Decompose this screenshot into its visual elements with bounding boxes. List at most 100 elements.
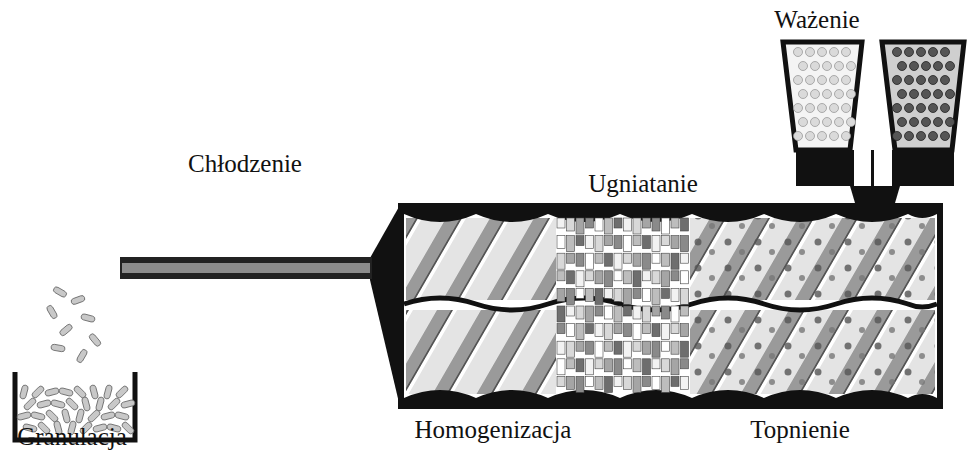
kneading-paddle: [567, 218, 575, 231]
granule: [107, 397, 121, 411]
hopper-granule: [794, 48, 803, 57]
granule: [23, 397, 37, 411]
kneading-paddle: [681, 341, 689, 357]
hopper-granule: [934, 90, 943, 99]
kneading-paddle: [624, 253, 632, 263]
kneading-paddle: [681, 218, 689, 231]
die-cone: [370, 205, 400, 407]
kneading-paddle: [557, 376, 565, 386]
granule: [120, 399, 135, 408]
kneading-paddle: [614, 218, 622, 228]
granule: [61, 408, 70, 423]
kneading-paddle: [595, 376, 603, 389]
kneading-paddle: [614, 359, 622, 375]
kneading-paddle: [624, 306, 632, 316]
kneading-paddle: [614, 324, 622, 334]
kneading-paddle: [624, 236, 632, 252]
kneading-paddle: [624, 324, 632, 337]
hopper-granule: [823, 62, 832, 71]
kneading-paddle: [671, 236, 679, 249]
granule: [89, 384, 98, 399]
hopper-granule: [799, 90, 808, 99]
granule: [103, 384, 112, 399]
granule: [114, 411, 129, 420]
hopper-granule: [946, 62, 955, 71]
kneading-paddle: [643, 253, 651, 269]
kneading-paddle: [605, 306, 613, 319]
kneading-paddle: [671, 376, 679, 386]
kneading-paddle: [605, 324, 613, 340]
pellets-lower: [690, 310, 935, 394]
kneading-paddle: [662, 271, 670, 287]
kneading-paddle: [681, 288, 689, 304]
kneading-paddle: [614, 236, 622, 249]
granule: [16, 411, 31, 420]
kneading-paddle: [605, 236, 613, 246]
granule: [115, 385, 129, 399]
barrel-housing: [398, 203, 943, 409]
kneading-paddle: [576, 359, 584, 372]
granule: [36, 399, 51, 408]
hopper-granule: [905, 48, 914, 57]
hopper-granule: [898, 118, 907, 127]
kneading-paddle: [605, 341, 613, 351]
hopper-granule: [917, 104, 926, 113]
kneading-paddle: [633, 306, 641, 319]
kneading-paddle: [681, 253, 689, 263]
kneading-paddle: [624, 218, 632, 231]
kneading-paddle: [652, 306, 660, 316]
kneading-block: [557, 218, 689, 392]
granule: [76, 348, 88, 363]
hopper-granule: [905, 104, 914, 113]
hopper-granule: [941, 76, 950, 85]
hopper-granule: [818, 76, 827, 85]
barrel-wall-top: [404, 214, 937, 222]
kneading-paddle: [605, 376, 613, 392]
hopper-granule: [830, 48, 839, 57]
hopper-granule: [946, 90, 955, 99]
kneading-paddle: [586, 288, 594, 301]
hopper-granule: [917, 76, 926, 85]
kneading-paddle: [567, 271, 575, 284]
kneading-paddle: [652, 218, 660, 231]
kneading-paddle: [567, 306, 575, 316]
cooling-strand: [120, 257, 372, 279]
granule: [80, 313, 95, 322]
strand-core: [122, 263, 370, 273]
screw-upper-homogenization: [406, 218, 556, 300]
kneading-paddle: [643, 218, 651, 228]
hopper-granule: [929, 76, 938, 85]
granule: [95, 396, 104, 411]
kneading-paddle: [605, 253, 613, 266]
kneading-paddle: [671, 288, 679, 301]
kneading-paddle: [671, 218, 679, 228]
kneading-paddle: [662, 359, 670, 372]
hopper-granule: [806, 48, 815, 57]
kneading-paddle: [652, 253, 660, 263]
kneading-paddle: [567, 236, 575, 252]
hopper-granule: [842, 104, 851, 113]
hopper-granule: [910, 90, 919, 99]
granule: [19, 384, 28, 399]
kneading-paddle: [652, 376, 660, 389]
hopper-granule: [818, 48, 827, 57]
zone-label: Topnienie: [750, 416, 850, 444]
kneading-paddle: [662, 306, 670, 319]
kneading-paddle: [576, 306, 584, 319]
kneading-paddle: [633, 376, 641, 392]
kneading-paddle: [671, 271, 679, 281]
kneading-paddle: [671, 253, 679, 269]
kneading-paddle: [595, 288, 603, 304]
barrel-bore: [404, 214, 937, 398]
kneading-paddle: [576, 288, 584, 298]
kneading-paddle: [643, 359, 651, 375]
kneading-paddle: [681, 271, 689, 284]
hopper-granule: [835, 90, 844, 99]
hopper-right: [882, 42, 964, 150]
kneading-paddle: [576, 236, 584, 246]
kneading-paddle: [633, 218, 641, 234]
zone-label: Granulacja: [17, 423, 127, 451]
kneading-paddle: [595, 341, 603, 357]
kneading-paddle: [595, 271, 603, 284]
hopper-granule: [941, 132, 950, 141]
